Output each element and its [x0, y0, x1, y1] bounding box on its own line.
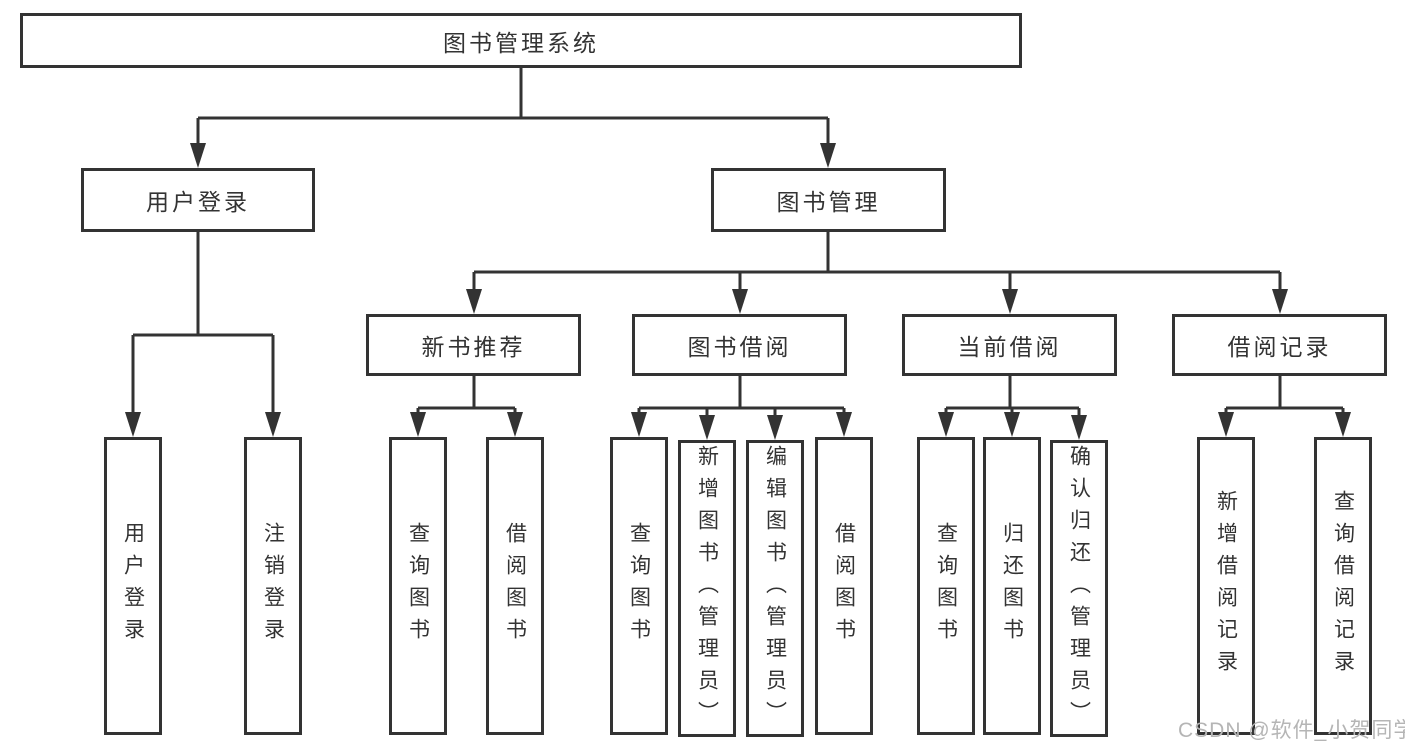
- leaf-add-borrow-record: 新增借阅记录: [1197, 437, 1255, 735]
- arrowhead-icon: [699, 415, 715, 440]
- arrowhead-icon: [1002, 289, 1018, 314]
- node-current-borrow: 当前借阅: [902, 314, 1117, 376]
- node-user-login: 用户登录: [81, 168, 315, 232]
- edge-manage-branch: [472, 232, 1282, 292]
- arrowhead-icon: [410, 412, 426, 437]
- leaf-current-confirm-return-admin: 确认归还（管理员）: [1050, 440, 1108, 737]
- node-new-book-recommend: 新书推荐: [366, 314, 581, 376]
- arrowhead-icon: [938, 412, 954, 437]
- arrowhead-icon: [836, 412, 852, 437]
- arrowhead-icon: [1004, 412, 1020, 437]
- node-label: 图书借阅: [687, 334, 792, 360]
- edge-root-branch: [196, 68, 830, 146]
- arrowhead-icon: [732, 289, 748, 314]
- arrowhead-icon: [1272, 289, 1288, 314]
- node-root: 图书管理系统: [20, 13, 1022, 68]
- leaf-borrow-query-book: 查询图书: [610, 437, 668, 735]
- node-book-management: 图书管理: [711, 168, 946, 232]
- node-label: 确认归还（管理员）: [1067, 444, 1091, 733]
- arrowhead-icon: [507, 412, 523, 437]
- edge-recommend-branch: [416, 376, 517, 415]
- arrowhead-icon: [125, 412, 141, 437]
- arrowhead-icon: [1218, 412, 1234, 437]
- node-label: 图书管理系统: [443, 29, 599, 56]
- edge-current-branch: [944, 376, 1081, 418]
- arrowhead-icon: [631, 412, 647, 437]
- node-label: 借阅记录: [1227, 334, 1332, 360]
- leaf-current-return-book: 归还图书: [983, 437, 1041, 735]
- leaf-recommend-query-book: 查询图书: [389, 437, 447, 735]
- arrowhead-icon: [1335, 412, 1351, 437]
- edge-login-branch: [131, 232, 275, 415]
- leaf-user-login: 用户登录: [104, 437, 162, 735]
- node-label: 用户登录: [121, 522, 145, 650]
- node-label: 编辑图书（管理员）: [763, 444, 787, 733]
- node-label: 新书推荐: [421, 334, 526, 360]
- arrowhead-icon: [1071, 415, 1087, 440]
- arrowhead-icon: [190, 143, 206, 168]
- leaf-logout: 注销登录: [244, 437, 302, 735]
- node-borrow-records: 借阅记录: [1172, 314, 1387, 376]
- node-label: 图书管理: [776, 189, 881, 215]
- node-label: 查询图书: [406, 522, 430, 650]
- node-label: 归还图书: [1000, 522, 1024, 650]
- node-label: 查询图书: [627, 522, 651, 650]
- edge-borrow-branch: [637, 376, 846, 418]
- leaf-recommend-borrow-book: 借阅图书: [486, 437, 544, 735]
- node-label: 借阅图书: [832, 522, 856, 650]
- node-label: 当前借阅: [957, 334, 1062, 360]
- node-label: 注销登录: [261, 522, 285, 650]
- node-label: 新增图书（管理员）: [695, 444, 719, 733]
- edge-records-branch: [1224, 376, 1345, 415]
- leaf-borrow-edit-book-admin: 编辑图书（管理员）: [746, 440, 804, 737]
- watermark: CSDN @软件_小贺同学: [1178, 719, 1405, 742]
- leaf-query-borrow-record: 查询借阅记录: [1314, 437, 1372, 735]
- leaf-borrow-add-book-admin: 新增图书（管理员）: [678, 440, 736, 737]
- leaf-borrow-lend-book: 借阅图书: [815, 437, 873, 735]
- node-label: 查询图书: [934, 522, 958, 650]
- node-label: 借阅图书: [503, 522, 527, 650]
- arrowhead-icon: [767, 415, 783, 440]
- arrowhead-icon: [466, 289, 482, 314]
- node-label: 用户登录: [146, 189, 250, 215]
- leaf-current-query-book: 查询图书: [917, 437, 975, 735]
- arrowhead-icon: [820, 143, 836, 168]
- node-label: 查询借阅记录: [1331, 490, 1355, 682]
- arrowhead-icon: [265, 412, 281, 437]
- node-label: 新增借阅记录: [1214, 490, 1238, 682]
- node-book-borrow: 图书借阅: [632, 314, 847, 376]
